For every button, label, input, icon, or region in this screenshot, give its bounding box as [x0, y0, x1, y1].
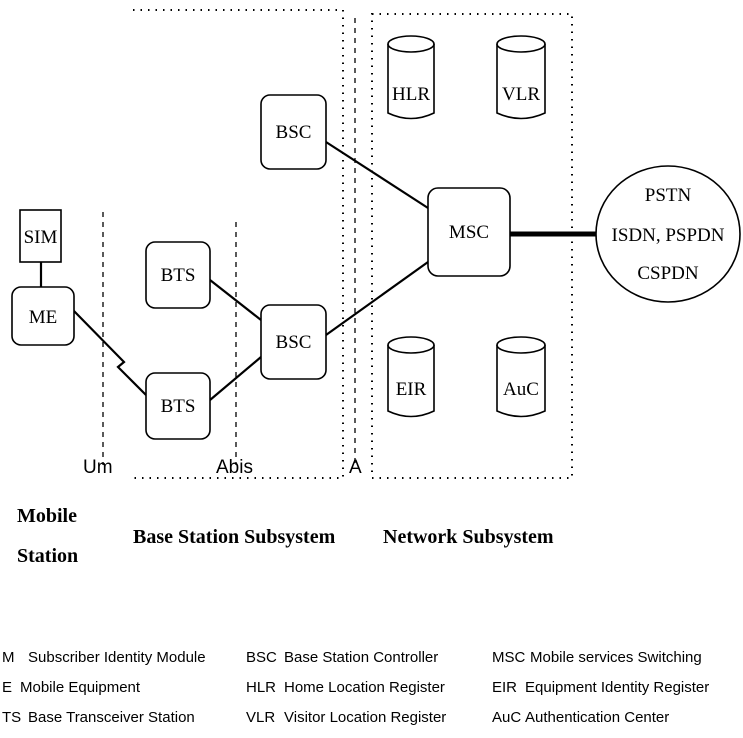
nss-section-label: Network Subsystem: [383, 526, 554, 548]
mobile-station-label-line2: Station: [17, 545, 78, 567]
legend-abbr-vlr: VLR: [246, 709, 275, 726]
vlr-database: VLR: [496, 35, 546, 120]
bss-boundary: [133, 9, 344, 479]
bsc-label-2: BSC: [276, 332, 312, 353]
radio-link: [72, 309, 147, 396]
abis-interface-label: Abis: [216, 457, 253, 478]
bts-label-2: BTS: [161, 396, 196, 417]
legend-abbr-auc: AuC: [492, 709, 521, 726]
legend-text-auc: Authentication Center: [525, 709, 669, 726]
msc-label: MSC: [449, 222, 489, 243]
eir-label: EIR: [396, 379, 427, 400]
sim-label: SIM: [24, 227, 58, 248]
hlr-label: HLR: [392, 84, 430, 105]
legend-abbr-me: E: [2, 679, 12, 696]
legend-abbr-bts: TS: [2, 709, 21, 726]
sim-node: SIM: [19, 209, 62, 263]
bsc-msc-link-1: [325, 141, 429, 209]
hlr-database: HLR: [387, 35, 435, 120]
legend-abbr-sim: M: [2, 649, 15, 666]
vlr-label: VLR: [502, 84, 540, 105]
bts-bsc-link-2: [209, 356, 262, 401]
bss-section-label: Base Station Subsystem: [133, 526, 336, 548]
legend-text-hlr: Home Location Register: [284, 679, 445, 696]
legend-text-eir: Equipment Identity Register: [525, 679, 709, 696]
pstn-label-line2: ISDN, PSPDN: [612, 225, 725, 246]
legend-text-msc: Mobile services Switching: [530, 649, 702, 666]
msc-node: MSC: [427, 187, 511, 277]
bsc-node-2: BSC: [260, 304, 327, 380]
legend-abbr-eir: EIR: [492, 679, 517, 696]
legend-text-bsc: Base Station Controller: [284, 649, 438, 666]
mobile-station-label-line1: Mobile: [17, 505, 77, 527]
bts-node-2: BTS: [145, 372, 211, 440]
legend-text-me: Mobile Equipment: [20, 679, 141, 696]
eir-database: EIR: [387, 336, 435, 418]
pstn-network: PSTN ISDN, PSPDN CSPDN: [595, 165, 741, 303]
auc-database: AuC: [496, 336, 546, 418]
legend-abbr-bsc: BSC: [246, 649, 277, 666]
me-label: ME: [29, 307, 58, 328]
me-node: ME: [11, 286, 75, 346]
legend-text-vlr: Visitor Location Register: [284, 709, 446, 726]
bts-bsc-link-1: [209, 279, 262, 321]
bsc-label-1: BSC: [276, 122, 312, 143]
legend-text-sim: Subscriber Identity Module: [28, 649, 206, 666]
legend-abbr-msc: MSC: [492, 649, 526, 666]
bsc-node-1: BSC: [260, 94, 327, 170]
pstn-label-line1: PSTN: [645, 185, 692, 206]
nss-boundary: [371, 13, 573, 479]
pstn-label-line3: CSPDN: [637, 263, 699, 284]
bsc-msc-link-2: [325, 261, 429, 336]
a-interface-label: A: [349, 457, 362, 478]
auc-label: AuC: [503, 379, 539, 400]
legend: M Subscriber Identity Module E Mobile Eq…: [2, 649, 709, 726]
um-interface-label: Um: [83, 457, 113, 478]
bts-node-1: BTS: [145, 241, 211, 309]
bts-label-1: BTS: [161, 265, 196, 286]
legend-abbr-hlr: HLR: [246, 679, 276, 696]
legend-text-bts: Base Transceiver Station: [28, 709, 195, 726]
